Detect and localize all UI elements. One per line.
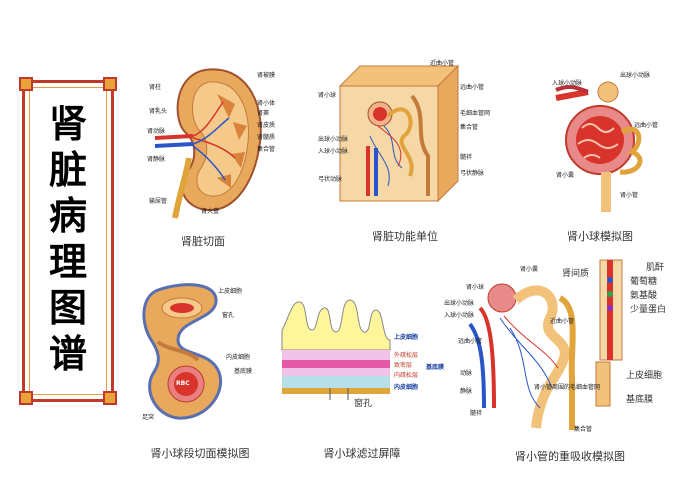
label: 窗孔	[354, 399, 373, 409]
label: 基底膜	[426, 364, 445, 371]
title-char: 脏	[48, 148, 87, 192]
label: 毛细血管网	[460, 110, 491, 117]
page-title: 肾 脏 病 理 图 谱	[25, 101, 111, 377]
filtration-barrier-illustration	[281, 299, 391, 400]
kidney-section-illustration	[154, 68, 262, 219]
label: 内皮细胞	[394, 384, 419, 391]
label: 上皮细胞	[394, 334, 419, 341]
label: 肾窦	[257, 110, 270, 117]
label: 远曲小管	[460, 84, 485, 91]
caption: 肾小球段切面模拟图	[150, 447, 250, 460]
label: 入球小动脉	[444, 312, 475, 319]
side-label: 上皮细胞	[626, 371, 663, 381]
corner-ornament	[103, 391, 117, 405]
label: 出球小动脉	[318, 136, 349, 143]
side-label: 基底膜	[626, 395, 654, 405]
title-char: 肾	[48, 102, 87, 146]
label: 肾被膜	[257, 72, 276, 79]
glomerulus-model-diagram: 出球小动脉 入球小动脉 远曲小管 肾小囊 肾小管	[548, 62, 668, 217]
title-char: 图	[48, 286, 87, 330]
corner-ornament	[103, 77, 117, 91]
label: 动脉	[460, 370, 473, 377]
label: 集合管	[460, 124, 479, 131]
caption: 肾小管的重吸收模拟图	[515, 450, 625, 463]
glomerulus-section-diagram: 上皮细胞 窗孔 内皮细胞 基底膜 RBC 足突	[138, 280, 278, 425]
rbc-label: RBC	[176, 380, 190, 387]
label: 肾小体	[257, 100, 276, 107]
label: 近曲小管	[430, 60, 455, 67]
kidney-section-diagram: 肾被膜 肾小体 肾窦 肾皮质 肾髓质 集合管 肾动脉 肾静脉 输尿管 肾柱 肾乳…	[145, 62, 295, 222]
side-label: 少量蛋白	[630, 305, 667, 315]
title-char: 病	[48, 194, 87, 238]
label: 肾皮质	[257, 122, 276, 129]
caption: 肾小球滤过屏障	[323, 447, 401, 460]
glomerulus-section-illustration	[142, 283, 223, 420]
caption: 肾脏切面	[181, 235, 225, 248]
label: 肾小球	[318, 92, 337, 99]
label: 肾静脉	[147, 156, 166, 163]
tubule-reabsorption-diagram: 肾小球 肾小囊 出球小动脉 入球小动脉 近曲小管 远曲小管 动脉 静脉 髓袢 集…	[440, 258, 690, 440]
label: 肾小球	[466, 284, 485, 291]
label: 远曲小管	[458, 338, 483, 345]
tubule-reabsorption-illustration	[468, 259, 623, 430]
label: 肾小囊	[520, 266, 539, 273]
functional-unit-diagram: 近曲小管 肾小球 远曲小管 集合管 入球小动脉 出球小动脉 毛细血管网 弓状动脉…	[318, 56, 493, 206]
label: 出球小动脉	[620, 72, 651, 79]
label: 集合管	[574, 426, 593, 433]
label: 上皮细胞	[218, 288, 243, 295]
label: 肾小管	[620, 192, 639, 199]
label: 弓状静脉	[460, 170, 485, 177]
label: 基底膜	[234, 368, 253, 375]
side-label: 葡萄糖	[630, 277, 658, 287]
label: 肾大盏	[201, 208, 220, 215]
side-label: 肾间质	[562, 269, 590, 279]
title-scroll: 肾 脏 病 理 图 谱	[19, 77, 117, 405]
label: 集合管	[257, 146, 276, 153]
label: 肾乳头	[149, 108, 168, 115]
side-label: 氨基酸	[630, 291, 658, 301]
label: 足突	[142, 414, 155, 421]
label: 远曲小管	[634, 122, 659, 129]
label: 入球小动脉	[552, 80, 583, 87]
label: 静脉	[460, 388, 473, 395]
corner-ornament	[19, 391, 33, 405]
glomerulus-model-illustration	[555, 81, 643, 212]
functional-unit-illustration	[338, 64, 460, 203]
filtration-barrier-diagram: 上皮细胞 外疏松层 致密层 内疏松层 内皮细胞 基底膜 窗孔	[278, 290, 448, 410]
label: 内疏松层	[394, 372, 419, 379]
label: 内皮细胞	[226, 354, 251, 361]
label: 窗孔	[222, 312, 235, 319]
label: 肾动脉	[147, 128, 166, 135]
label: 肾髓质	[257, 134, 276, 141]
label: 致密层	[394, 362, 413, 369]
caption: 肾脏功能单位	[372, 230, 438, 243]
label: 入球小动脉	[318, 148, 349, 155]
label: 肾小管周围的毛细血管网	[534, 384, 601, 391]
label: 髓袢	[460, 154, 473, 161]
label: 弓状动脉	[318, 176, 343, 183]
title-char: 谱	[48, 332, 87, 376]
label: 肾小囊	[556, 172, 575, 179]
label: 近曲小管	[550, 318, 575, 325]
caption: 肾小球模拟图	[567, 230, 633, 243]
side-label: 肌酐	[646, 263, 665, 273]
label: 肾柱	[149, 84, 162, 91]
title-char: 理	[48, 240, 87, 284]
corner-ornament	[19, 77, 33, 91]
label: 输尿管	[149, 198, 168, 205]
label: 外疏松层	[394, 352, 419, 359]
label: 出球小动脉	[444, 300, 475, 307]
label: 髓袢	[470, 410, 483, 417]
